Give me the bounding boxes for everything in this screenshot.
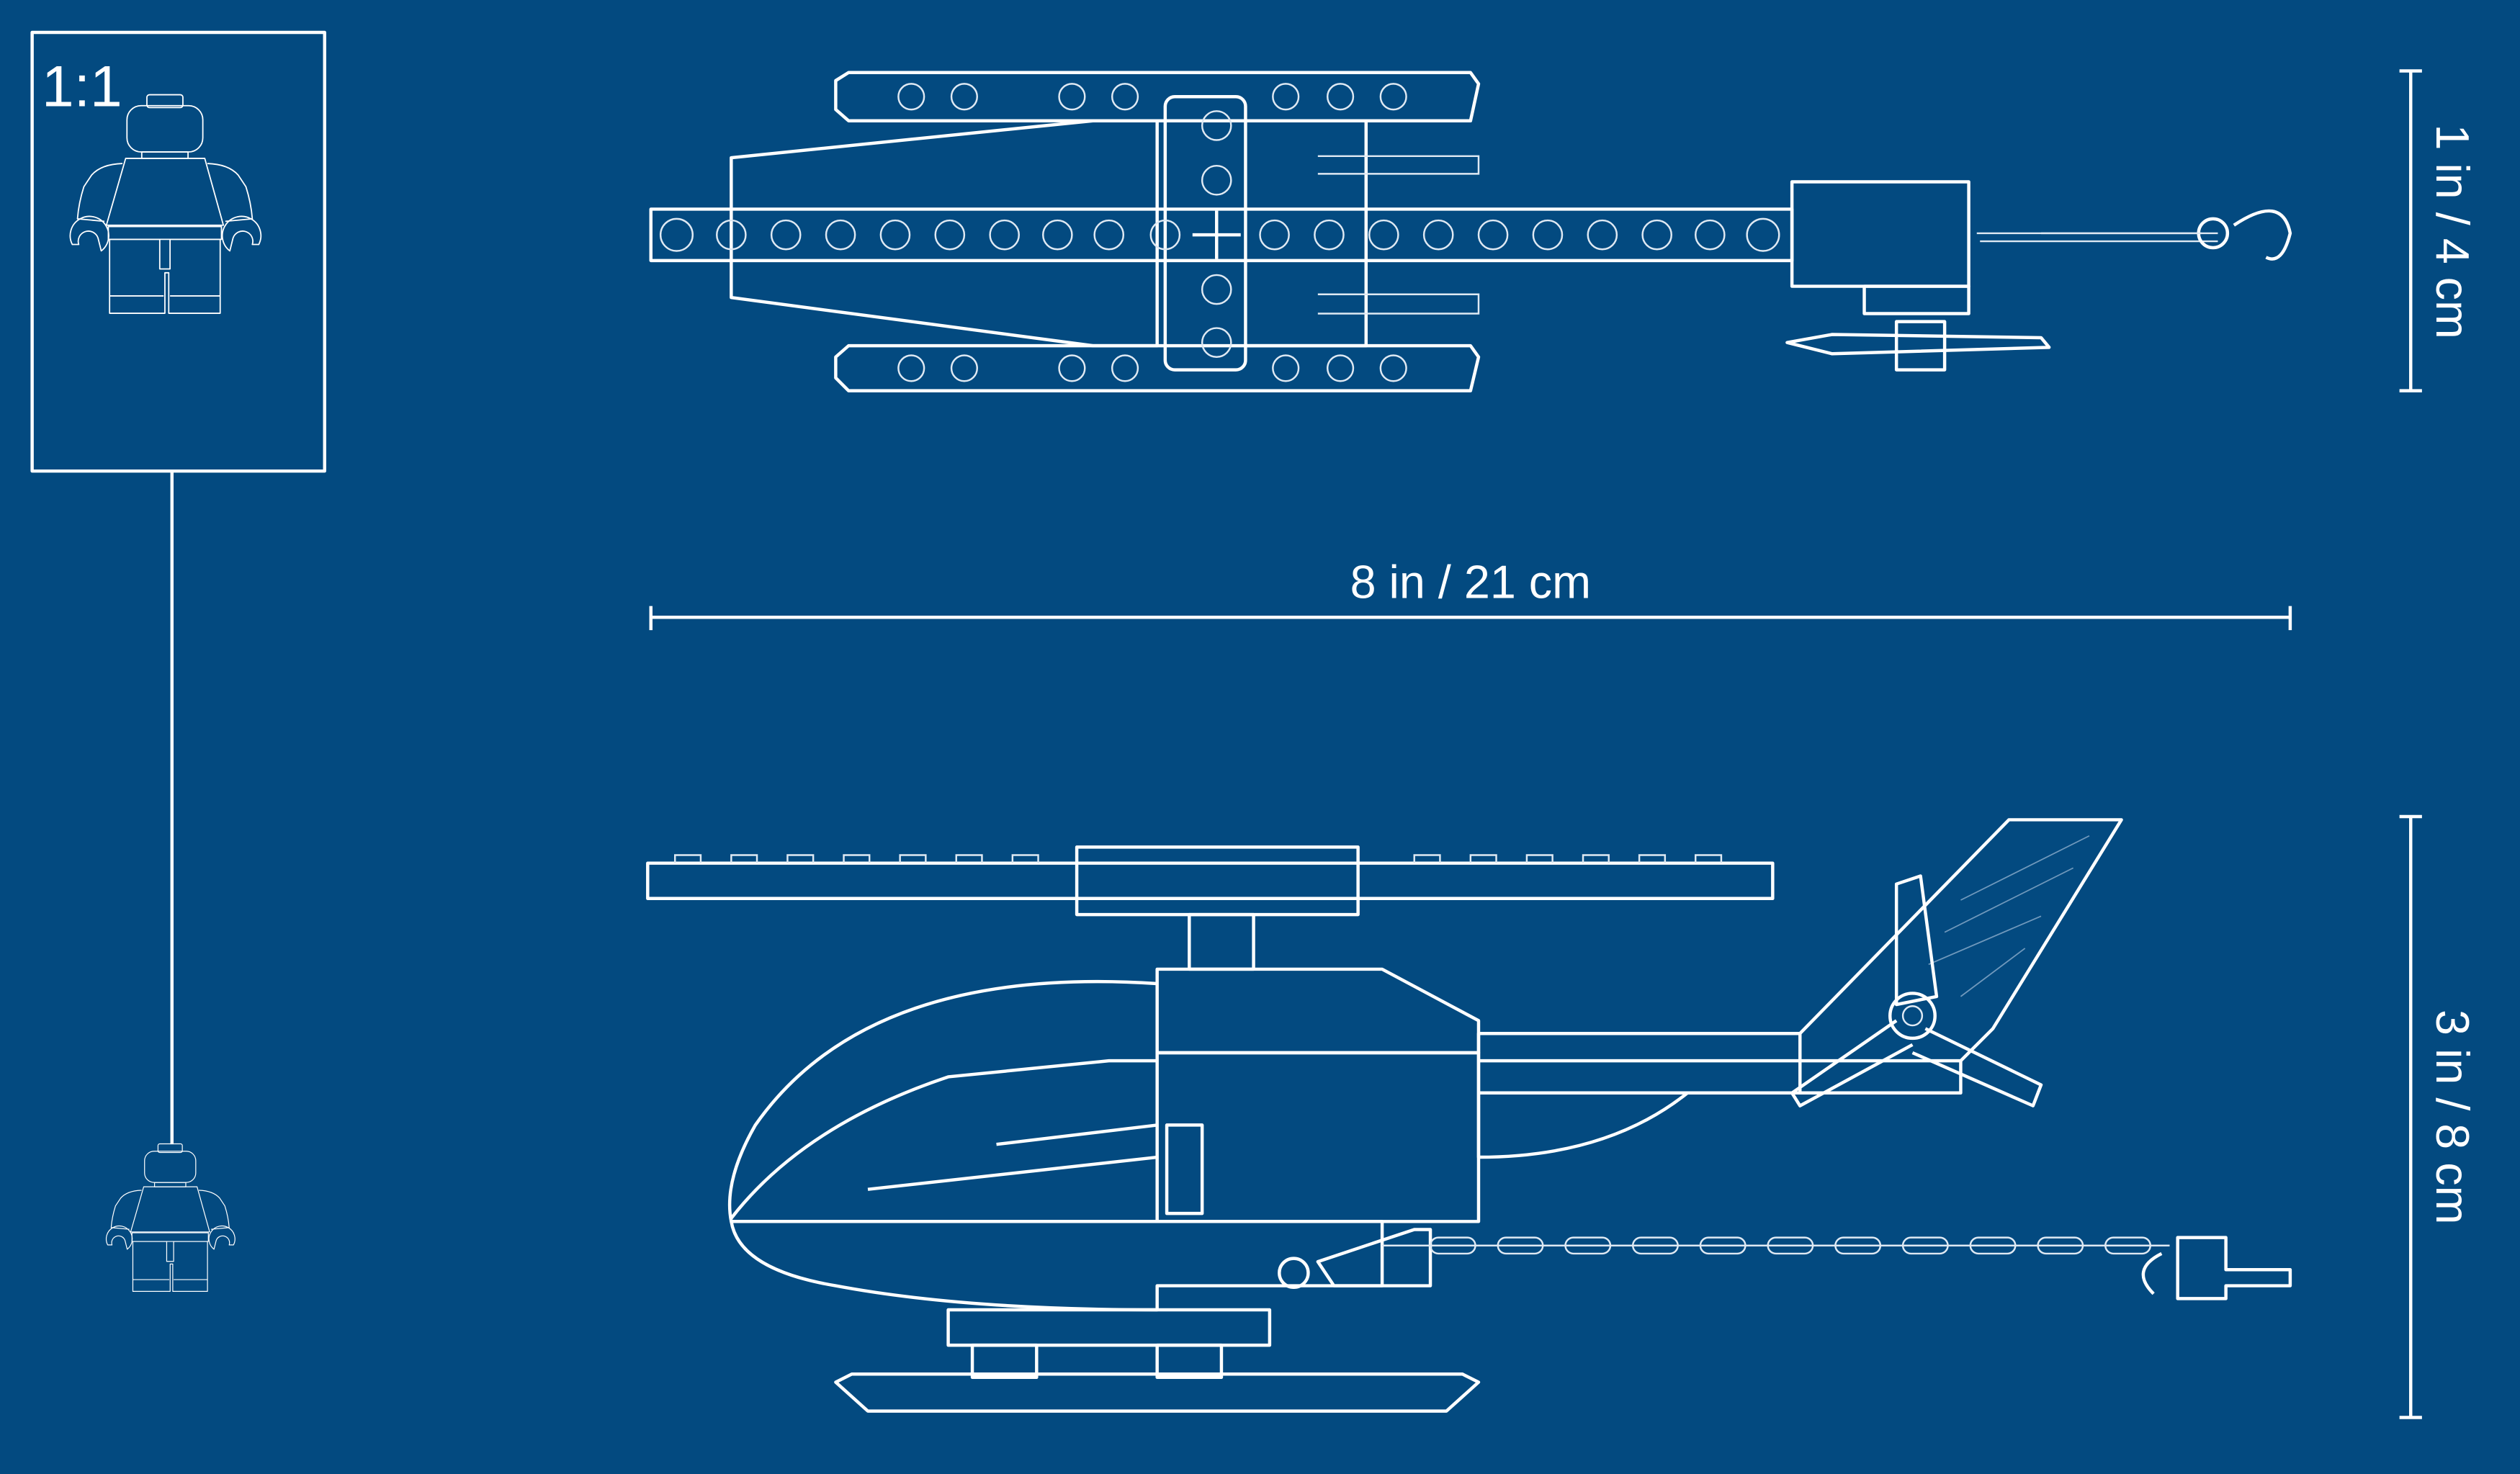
height-dimension: 3 in / 8 cm	[2399, 814, 2479, 1419]
scale-reference-box: 1:1	[30, 30, 326, 473]
length-label: 8 in / 21 cm	[1350, 555, 1591, 608]
helicopter-top-view	[649, 71, 2292, 392]
length-dimension: 8 in / 21 cm	[649, 555, 2292, 631]
height-label: 3 in / 8 cm	[2426, 1010, 2479, 1224]
minifigure-icon	[69, 94, 262, 314]
helicopter-side-view	[646, 818, 2292, 1413]
width-dimension: 1 in / 4 cm	[2399, 69, 2479, 392]
width-label: 1 in / 4 cm	[2426, 124, 2479, 338]
scale-label: 1:1	[42, 55, 122, 120]
minifigure-small-icon	[105, 1143, 236, 1292]
